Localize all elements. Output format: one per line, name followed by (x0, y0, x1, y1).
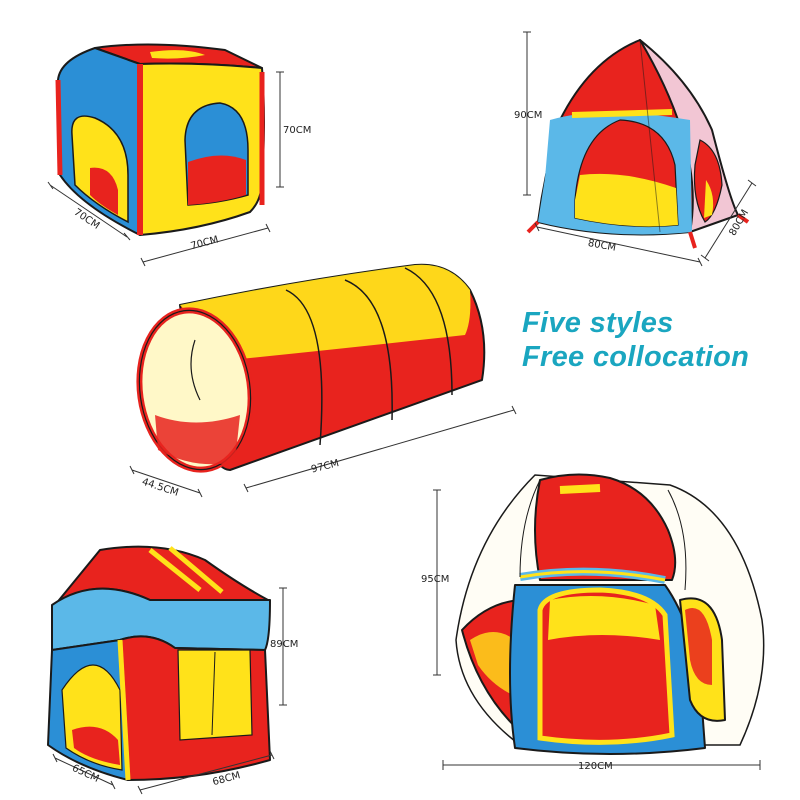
cube-dimensions (47, 71, 284, 267)
cube-tent (55, 43, 265, 236)
hexagon-tent (455, 473, 765, 755)
house-tent (47, 545, 271, 781)
house-height-label: 89CM (270, 639, 298, 650)
pyramid-dimensions (523, 31, 757, 267)
cube-width-label: 70CM (190, 234, 220, 252)
tunnel-length-label: 97CM (310, 458, 340, 476)
pyramid-height-label: 90CM (514, 110, 542, 121)
tunnel-tent (136, 263, 486, 473)
hexagon-width-label: 120CM (578, 761, 613, 772)
tagline: Five styles Free collocation (522, 306, 749, 374)
pyramid-tent (526, 39, 750, 249)
tagline-line-1: Five styles (522, 307, 674, 339)
pyramid-width-label: 80CM (587, 238, 617, 254)
hexagon-height-label: 95CM (421, 574, 449, 585)
hexagon-dimensions (433, 489, 761, 770)
tagline-line-2: Free collocation (522, 341, 750, 373)
cube-height-label: 70CM (283, 125, 311, 136)
tunnel-dimensions (129, 405, 517, 498)
house-dimensions (52, 587, 287, 795)
